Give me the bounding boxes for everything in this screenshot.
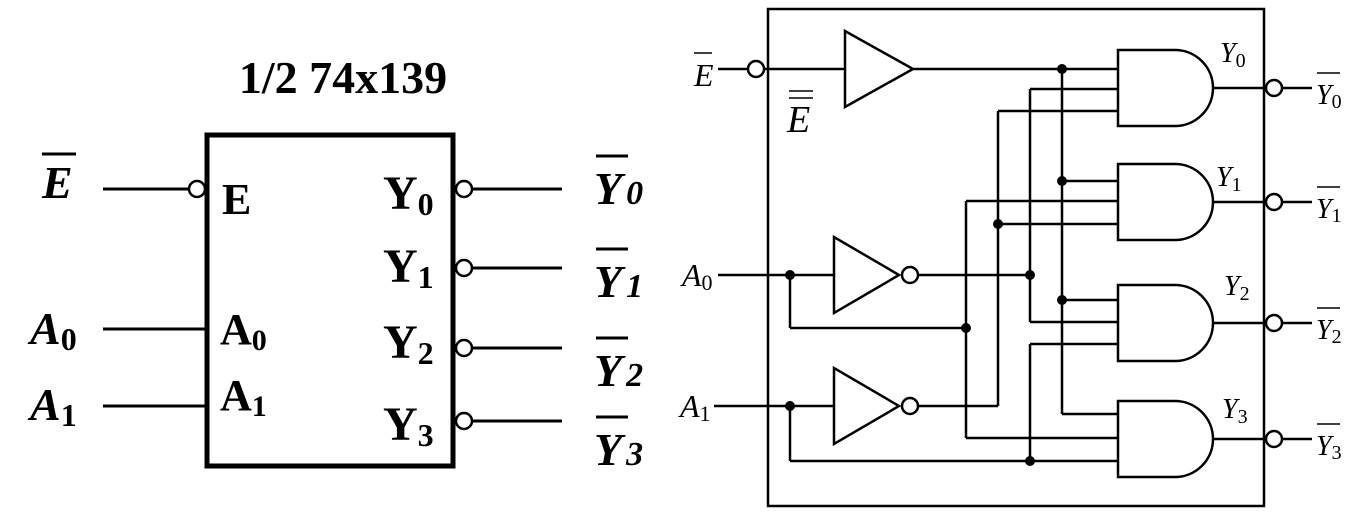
a0-inverter [832,234,902,316]
logic-enable-label: E [693,57,714,93]
pin-a0-label: A0 [220,305,267,357]
logic-output-y2-label: Y2 [1316,315,1342,348]
y2-output-bubble [454,338,474,358]
y1-output-bubble [454,258,474,278]
g3-output-bubble [1264,429,1284,449]
logic-output-y1-label: Y1 [1316,194,1342,227]
a1-junction [785,401,795,411]
enable-inversion-bubble [187,179,207,199]
enable-junction-1 [1057,176,1067,186]
gate-y1-label: Y1 [1216,162,1242,196]
and-gate-y1 [1116,162,1215,242]
pin-enable-label: E [222,175,251,224]
a1-inverter [832,365,902,447]
symbol-title: 1/2 74x139 [239,52,447,103]
external-a0-label: A0 [27,303,77,357]
and-gate-y0 [1116,48,1215,128]
a1-true-junction [1025,456,1035,466]
enable-buffer [843,28,916,110]
external-a1-label: A1 [27,379,77,433]
a0-junction [785,270,795,280]
enable-input-bubble [746,59,766,79]
gate-y0-label: Y0 [1220,38,1246,72]
logic-a1-label: A1 [678,388,711,426]
pin-y3-label: Y3 [383,398,434,453]
g0-output-bubble [1264,78,1284,98]
a1-inverter-bubble [900,396,920,416]
logic-frame [766,7,1266,508]
g2-output-bubble [1264,313,1284,333]
gate-y3-label: Y3 [1222,394,1248,428]
gate-y2-label: Y2 [1224,271,1250,305]
and-gate-y3 [1116,399,1215,479]
logic-a0-label: A0 [680,257,713,295]
a0-true-bus-junction [961,323,971,333]
enable-junction-0 [1057,64,1067,74]
y3-output-bubble [454,411,474,431]
decoder-symbol: 1/2 74x139 E A0 A1 E A0 A1 Y0 Y1 [27,52,643,475]
logic-output-y3-label: Y3 [1316,431,1342,464]
pin-y2-label: Y2 [383,316,434,371]
symbol-box [204,132,456,469]
pin-a1-label: A1 [220,371,267,423]
and-gate-y2 [1116,283,1215,363]
a0-inv-junction [1025,270,1035,280]
pin-y1-label: Y1 [383,240,434,295]
pin-y0-label: Y0 [383,167,434,222]
decoder-logic: E E A0 A1 [678,7,1342,508]
g1-output-bubble [1264,192,1284,212]
internal-enable-label: E [786,99,810,141]
a0-inverter-bubble [900,265,920,285]
enable-junction-2 [1057,295,1067,305]
external-enable-label: E [41,157,73,208]
logic-output-y0-label: Y0 [1316,80,1342,113]
a1-inv-junction [993,219,1003,229]
y0-output-bubble [454,179,474,199]
